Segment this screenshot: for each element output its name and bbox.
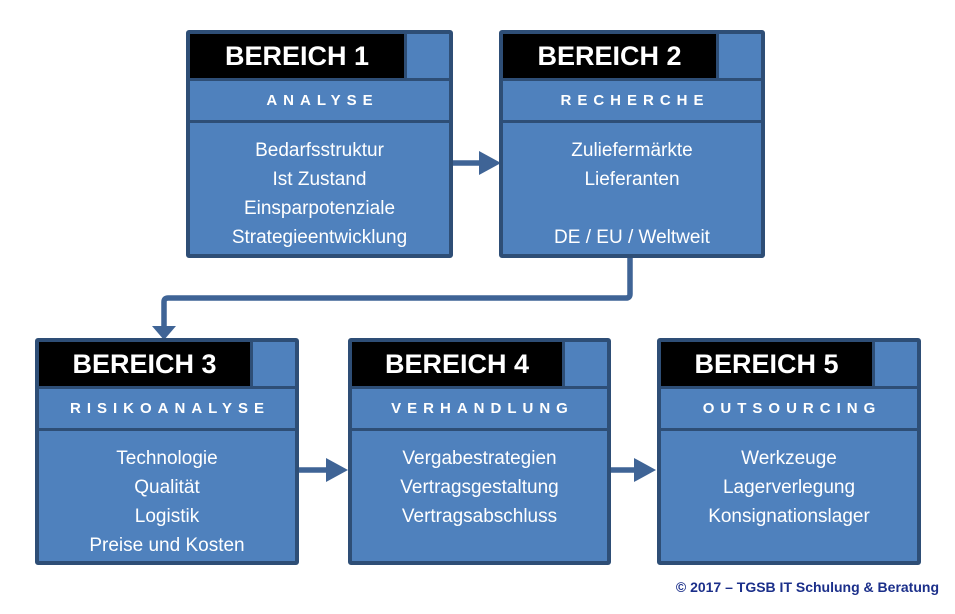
bereich-2-title-bar: BEREICH 2	[503, 34, 719, 78]
content-line: Strategieentwicklung	[231, 227, 408, 248]
content-line: Bedarfsstruktur	[255, 140, 384, 161]
bereich-5-title-bar: BEREICH 5	[661, 342, 875, 386]
bereich-2-header-square	[719, 34, 761, 78]
bereich-1-header-square	[407, 34, 449, 78]
bereich-3-title-bar: BEREICH 3	[39, 342, 253, 386]
bereich-3-subtitle: RISIKOANALYSE	[70, 400, 270, 417]
arrow-bereich4-to-bereich5	[609, 458, 656, 482]
arrow-bereich2-to-bereich3	[152, 256, 633, 340]
divider	[39, 428, 295, 431]
divider	[39, 386, 295, 389]
bereich-2-title: BEREICH 2	[537, 40, 682, 71]
bereich-2-box: BEREICH 2 RECHERCHE Zuliefermärkte Liefe…	[499, 30, 765, 258]
bereich-5-header: BEREICH 5	[661, 342, 917, 386]
bereich-5-box: BEREICH 5 OUTSOURCING Werkzeuge Lagerver…	[657, 338, 921, 565]
bereich-3-header: BEREICH 3	[39, 342, 295, 386]
content-line: Vertragsgestaltung	[400, 477, 559, 498]
content-line: Vertragsabschluss	[401, 506, 558, 527]
content-line: Qualität	[134, 477, 200, 498]
divider	[661, 386, 917, 389]
bereich-4-box: BEREICH 4 VERHANDLUNG Vergabestrategien …	[348, 338, 611, 565]
bereich-1-box: BEREICH 1 ANALYSE Bedarfsstruktur Ist Zu…	[186, 30, 453, 258]
content-line: Technologie	[116, 448, 218, 469]
content-line: Zuliefermärkte	[571, 140, 693, 161]
content-line: Einsparpotenziale	[243, 198, 396, 219]
divider	[352, 386, 607, 389]
content-line	[503, 194, 761, 223]
bereich-4-header-square	[565, 342, 607, 386]
bereich-3-content: Technologie Qualität Logistik Preise und…	[39, 431, 295, 561]
arrow-bereich3-to-bereich4	[297, 458, 348, 482]
content-line: Lagerverlegung	[722, 477, 856, 498]
bereich-3-title: BEREICH 3	[72, 348, 217, 379]
bereich-1-subtitle: ANALYSE	[266, 92, 379, 109]
content-line: Konsignationslager	[708, 506, 870, 527]
bereich-4-content: Vergabestrategien Vertragsgestaltung Ver…	[352, 431, 607, 561]
divider	[190, 78, 449, 81]
bereich-4-header: BEREICH 4	[352, 342, 607, 386]
bereich-1-header: BEREICH 1	[190, 34, 449, 78]
bereich-3-header-square	[253, 342, 295, 386]
bereich-2-subtitle: RECHERCHE	[560, 92, 710, 109]
bereich-5-subtitle: OUTSOURCING	[702, 400, 882, 417]
bereich-1-title: BEREICH 1	[224, 40, 370, 71]
bereich-5-header-square	[875, 342, 917, 386]
bereich-3-box: BEREICH 3 RISIKOANALYSE Technologie Qual…	[35, 338, 299, 565]
bereich-2-header: BEREICH 2	[503, 34, 761, 78]
bereich-4-title-bar: BEREICH 4	[352, 342, 565, 386]
bereich-4-title: BEREICH 4	[384, 348, 530, 379]
bereich-5-content: Werkzeuge Lagerverlegung Konsignationsla…	[661, 431, 917, 561]
arrow-bereich1-to-bereich2	[451, 151, 501, 175]
bereich-1-content: Bedarfsstruktur Ist Zustand Einsparpoten…	[190, 123, 449, 254]
content-line: Preise und Kosten	[89, 535, 245, 556]
content-line: Logistik	[134, 506, 200, 527]
bereich-5-title: BEREICH 5	[694, 348, 839, 379]
bereich-4-subtitle: VERHANDLUNG	[391, 400, 574, 417]
copyright-text: © 2017 – TGSB IT Schulung & Beratung	[675, 579, 939, 595]
content-line: Lieferanten	[584, 169, 680, 190]
bereich-2-content: Zuliefermärkte Lieferanten DE / EU / Wel…	[503, 123, 761, 254]
content-line: Ist Zustand	[272, 169, 367, 190]
bereich-1-title-bar: BEREICH 1	[190, 34, 407, 78]
content-line: DE / EU / Weltweit	[554, 227, 710, 248]
divider	[503, 78, 761, 81]
content-line: Vergabestrategien	[402, 448, 557, 469]
divider	[661, 428, 917, 431]
divider	[352, 428, 607, 431]
divider	[503, 120, 761, 123]
divider	[190, 120, 449, 123]
content-line: Werkzeuge	[741, 448, 837, 469]
